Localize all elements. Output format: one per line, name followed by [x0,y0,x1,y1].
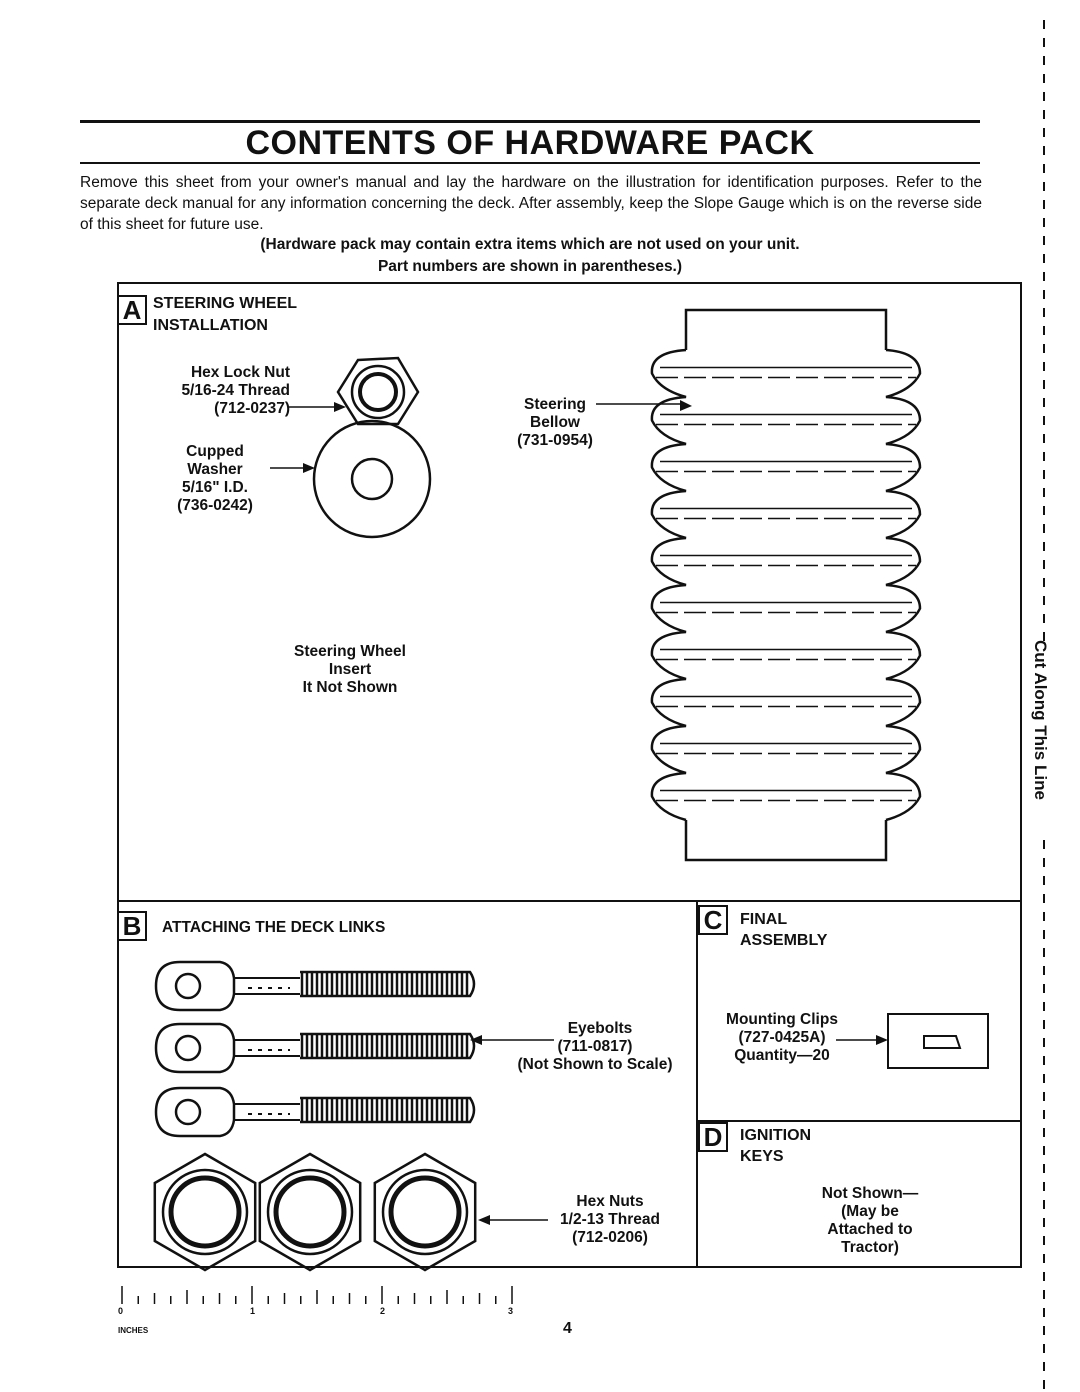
hex-nut [258,1152,362,1272]
section-a-box [117,282,1022,902]
hex-nut [373,1152,477,1272]
hex-nuts-label: Hex Nuts 1/2-13 Thread (712-0206) [560,1193,660,1246]
section-a-letter: A [117,295,147,325]
section-c-heading-2: ASSEMBLY [740,932,828,949]
eyebolts-arrow [470,1035,554,1045]
hex-nut-face [161,1168,249,1256]
eyebolt [154,1086,476,1138]
section-d-letter: D [698,1122,728,1152]
bellow-outline [650,308,922,862]
eyebolt-thread-outline [300,1032,476,1060]
ignition-keys-note: Not Shown— (May be Attached to Tractor) [821,1185,919,1256]
section-b-heading: ATTACHING THE DECK LINKS [162,919,386,936]
hex-nut-face [381,1168,469,1256]
note-line-2: Part numbers are shown in parentheses.) [377,258,683,275]
eyebolt-thread-outline [300,970,476,998]
ruler-unit: INCHES [118,1326,149,1335]
eyebolt-eye [154,960,236,1012]
section-c-letter: C [698,905,728,935]
ruler-number-3: 3 [508,1306,514,1316]
title-bottom-rule [80,162,980,164]
hex-nut-outline [258,1152,362,1272]
ruler-number-1: 1 [250,1306,256,1316]
section-c-heading-1: FINAL [740,911,788,928]
note-line-1: (Hardware pack may contain extra items w… [260,236,800,253]
eyebolt-thread-outline [300,1096,476,1124]
eyebolt-eye [154,1022,236,1074]
hex-nut-outline [373,1152,477,1272]
section-d-heading-2: KEYS [740,1148,784,1165]
hex-nuts-arrow-head [478,1215,490,1225]
section-a-heading-1: STEERING WHEEL [153,295,298,312]
eyebolt-hole [174,972,202,1000]
eyebolt-hole [174,1034,202,1062]
hex-nuts-arrow [478,1215,548,1225]
steering-insert-note: Steering Wheel Insert It Not Shown [294,643,406,696]
section-d-box [696,1120,1022,1268]
mounting-clips-label: Mounting Clips (727-0425A) Quantity—20 [726,1011,838,1064]
eyebolt-eye [154,1086,236,1138]
eyebolt-hole [174,1098,202,1126]
hex-nut [153,1152,257,1272]
bellow-bottom-collar [684,820,888,862]
section-b-letter: B [117,911,147,941]
cupped-washer-label: Cupped Washer 5/16" I.D. (736-0242) [177,443,253,514]
intro-paragraph: Remove this sheet from your owner's manu… [80,174,982,233]
steering-bellow-label: Steering Bellow (731-0954) [517,396,593,449]
hex-nut-bore [273,1175,347,1249]
bellow-left-edge [650,348,687,822]
hex-lock-nut-label: Hex Lock Nut 5/16-24 Thread (712-0237) [181,364,290,417]
hex-nut-bore [388,1175,462,1249]
eyebolts-label: Eyebolts (711-0817) (Not Shown to Scale) [517,1020,673,1073]
bellow-right-edge [885,348,922,822]
ruler-number-2: 2 [380,1306,386,1316]
page-title: CONTENTS OF HARDWARE PACK [245,124,815,162]
eyebolt [154,960,476,1012]
hex-nut-outline [153,1152,257,1272]
eyebolts-arrow-head [470,1035,482,1045]
bellow-top-collar [684,308,888,350]
section-a-heading-2: INSTALLATION [153,317,268,334]
ruler-number-0: 0 [118,1306,124,1316]
hex-nut-bore [168,1175,242,1249]
title-top-rule [80,120,980,123]
hex-nut-face [266,1168,354,1256]
page-number: 4 [563,1320,572,1337]
section-d-heading-1: IGNITION [740,1127,812,1144]
eyebolt [154,1022,476,1074]
